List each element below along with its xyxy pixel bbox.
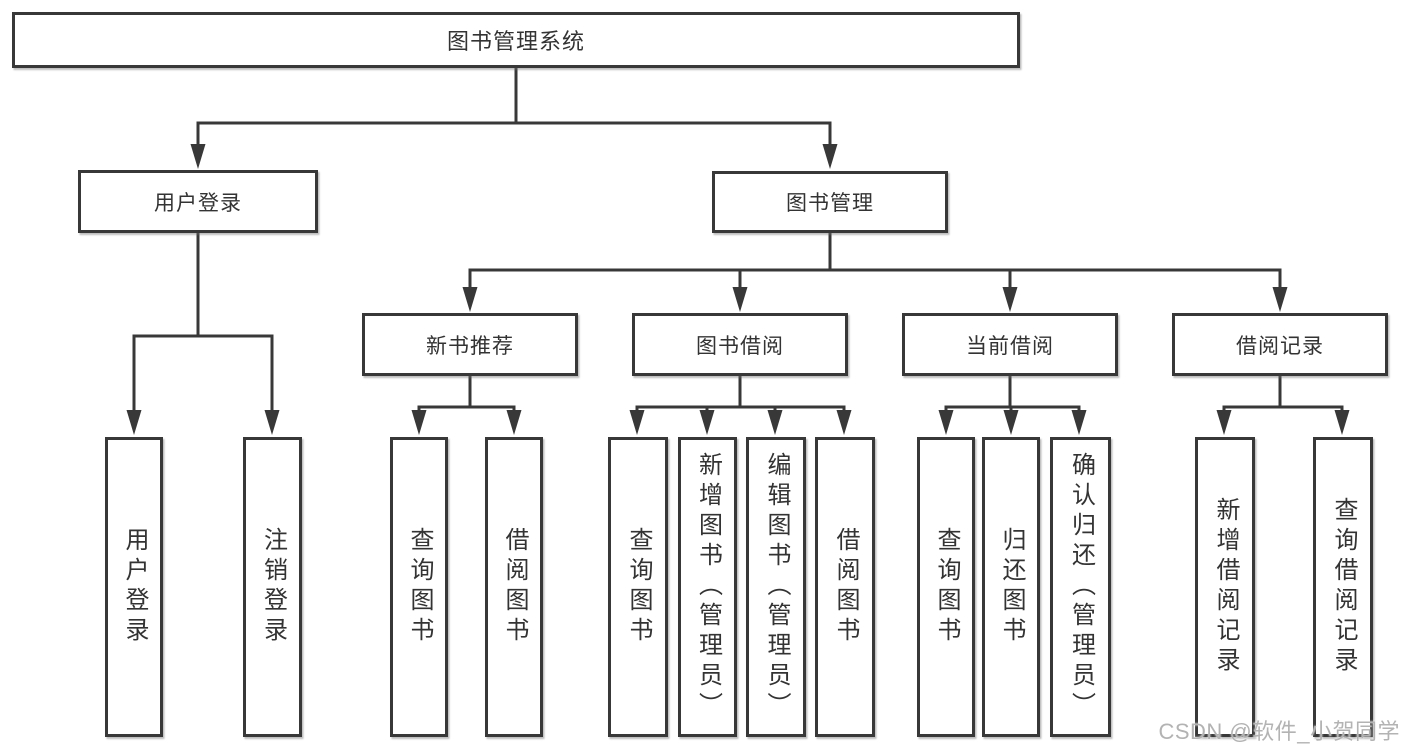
watermark: CSDN @软件_小贺同学 (1158, 719, 1400, 744)
leaf-query-books-recommend-label: 查询图书 (406, 527, 433, 647)
leaf-borrow-books-recommend-label: 借阅图书 (501, 527, 528, 647)
leaf-borrow-books-recommend: 借阅图书 (485, 437, 543, 737)
node-root-label: 图书管理系统 (446, 29, 585, 54)
leaf-query-books-current-label: 查询图书 (933, 527, 960, 647)
leaf-borrow-books-label: 借阅图书 (832, 527, 859, 647)
leaf-add-borrow-record-label: 新增借阅记录 (1212, 497, 1239, 677)
node-new-book-recommend: 新书推荐 (362, 313, 578, 376)
node-new-book-recommend-label: 新书推荐 (426, 334, 514, 358)
leaf-query-books-current: 查询图书 (917, 437, 975, 737)
leaf-user-login: 用户登录 (105, 437, 163, 737)
node-current-borrow-label: 当前借阅 (966, 334, 1054, 358)
node-book-borrow: 图书借阅 (632, 313, 848, 376)
leaf-return-books: 归还图书 (982, 437, 1040, 737)
leaf-return-books-label: 归还图书 (998, 527, 1025, 647)
arrowheads (126, 144, 1350, 435)
node-book-borrow-label: 图书借阅 (696, 334, 784, 358)
leaf-add-books-admin-label: 新增图书（管理员） (694, 452, 722, 722)
leaf-query-borrow-record: 查询借阅记录 (1313, 437, 1373, 737)
node-borrow-records-label: 借阅记录 (1236, 334, 1324, 358)
leaf-add-borrow-record: 新增借阅记录 (1195, 437, 1255, 737)
leaf-query-books-borrow: 查询图书 (608, 437, 668, 737)
node-book-management-label: 图书管理 (786, 192, 874, 215)
node-borrow-records: 借阅记录 (1172, 313, 1388, 376)
leaf-add-books-admin: 新增图书（管理员） (678, 437, 737, 737)
node-book-management: 图书管理 (712, 171, 948, 233)
leaf-edit-books-admin: 编辑图书（管理员） (746, 437, 806, 737)
leaf-confirm-return-admin-label: 确认归还（管理员） (1067, 452, 1095, 722)
leaf-query-books-recommend: 查询图书 (390, 437, 448, 737)
leaf-logout-label: 注销登录 (259, 527, 287, 647)
leaf-edit-books-admin-label: 编辑图书（管理员） (763, 452, 790, 722)
node-root: 图书管理系统 (12, 12, 1020, 68)
node-user-login: 用户登录 (78, 170, 318, 233)
leaf-confirm-return-admin: 确认归还（管理员） (1050, 437, 1111, 737)
leaf-query-books-borrow-label: 查询图书 (625, 527, 652, 647)
leaf-query-borrow-record-label: 查询借阅记录 (1330, 497, 1357, 677)
leaf-logout: 注销登录 (243, 437, 302, 737)
leaf-borrow-books: 借阅图书 (815, 437, 875, 737)
node-user-login-label: 用户登录 (154, 191, 242, 215)
node-current-borrow: 当前借阅 (902, 313, 1118, 376)
leaf-user-login-label: 用户登录 (121, 527, 148, 647)
